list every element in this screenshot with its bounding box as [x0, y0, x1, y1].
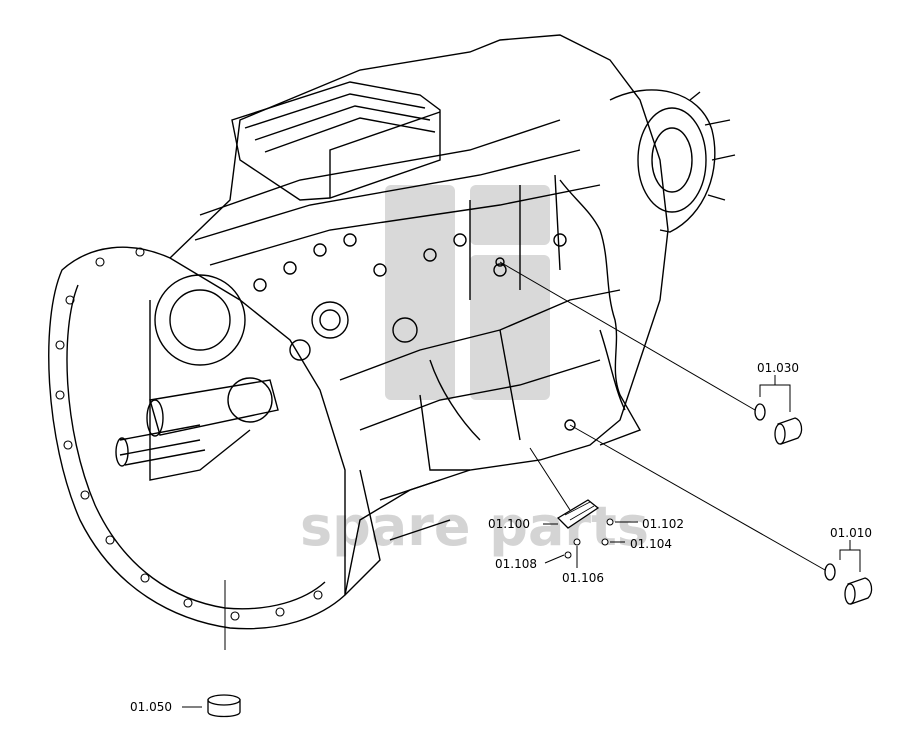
callout-01-106: 01.106 [562, 571, 604, 585]
rear-output-flange [609, 89, 716, 233]
callout-01-010: 01.010 [830, 526, 872, 540]
shift-valve-block [231, 81, 441, 201]
callout-01-108: 01.108 [495, 557, 537, 571]
transmission-housing [48, 34, 736, 630]
callout-01-050: 01.050 [130, 700, 172, 714]
cover-plate-icon [556, 499, 600, 529]
watermark-text: spare parts [300, 495, 649, 558]
input-shaft [149, 379, 279, 436]
seal-ring-icon [754, 403, 766, 421]
callout-01-104: 01.104 [630, 537, 672, 551]
screw-icon [601, 538, 609, 546]
callout-01-100: 01.100 [488, 517, 530, 531]
flange-bolts [55, 247, 323, 621]
part-01-030: 01.030 [754, 361, 803, 445]
seal-ring-icon [824, 563, 836, 581]
bell-housing-flange [48, 246, 346, 630]
screw-icon [564, 551, 572, 559]
callout-01-102: 01.102 [642, 517, 684, 531]
part-01-100-group: 01.100 01.102 01.104 01.106 01.108 [488, 499, 684, 585]
watermark: spare parts [300, 185, 649, 558]
main-case-outline [169, 34, 669, 596]
screw-icon [573, 538, 581, 546]
callout-01-030: 01.030 [757, 361, 799, 375]
part-01-010: 01.010 [824, 526, 873, 605]
part-01-050: 01.050 [130, 694, 241, 718]
leader-lines [224, 261, 826, 650]
screw-icon [606, 518, 614, 526]
